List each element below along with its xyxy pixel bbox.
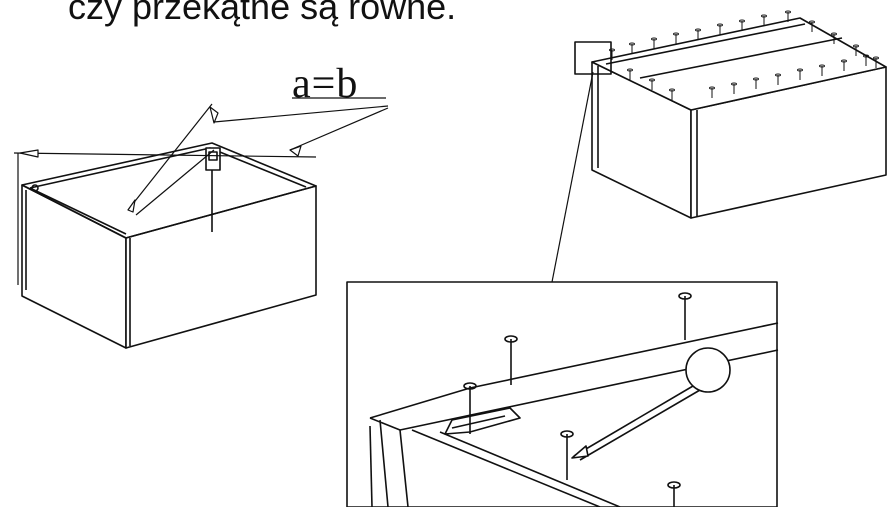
nail-icon [669, 88, 675, 100]
instruction-caption: czy przekątne są równe. [68, 0, 457, 27]
nail-icon [831, 32, 837, 44]
nail-icon [853, 44, 859, 56]
nail-icon [673, 32, 679, 44]
diagonal-measure-arrow-icon [209, 106, 219, 124]
diagonal-measure-arrow-icon [19, 149, 39, 158]
left-cabinet [21, 142, 317, 349]
nail-icon [627, 68, 633, 80]
nail-icon [809, 20, 815, 32]
diagonal-measure-arrow-icon [289, 145, 302, 157]
right-cabinet [574, 17, 887, 219]
diagonal-equality-label: a=b [292, 61, 359, 107]
nail-icon [709, 86, 715, 98]
nail-icon [761, 14, 767, 26]
nail-icon [463, 382, 477, 434]
nail-icon [819, 64, 825, 76]
nail-icon [775, 73, 781, 85]
nail-icon [609, 48, 615, 60]
detail-view [346, 281, 779, 507]
nail-icon [731, 82, 737, 94]
nail-icon [873, 56, 879, 68]
nail-icon [695, 28, 701, 40]
nail-icon [753, 77, 759, 89]
diagonal-measure-lines [13, 97, 389, 285]
nail-icon [651, 37, 657, 49]
nail-icon [667, 481, 681, 507]
nail-icon [785, 10, 791, 22]
nail-icon [649, 78, 655, 90]
diagonal-measure-arrow-icon [127, 199, 136, 213]
magnifier-leader-line [551, 71, 594, 283]
nail-icon [739, 19, 745, 31]
nail-icon [797, 68, 803, 80]
nail-icon [841, 59, 847, 71]
nail-icon [717, 23, 723, 35]
nail-icon [629, 42, 635, 54]
callout-circle-icon [685, 347, 731, 393]
nail-row [609, 10, 879, 100]
nail-icon [678, 292, 692, 340]
nail-icon [560, 430, 574, 480]
nail-icon [863, 54, 869, 66]
nail-icon [504, 335, 518, 385]
